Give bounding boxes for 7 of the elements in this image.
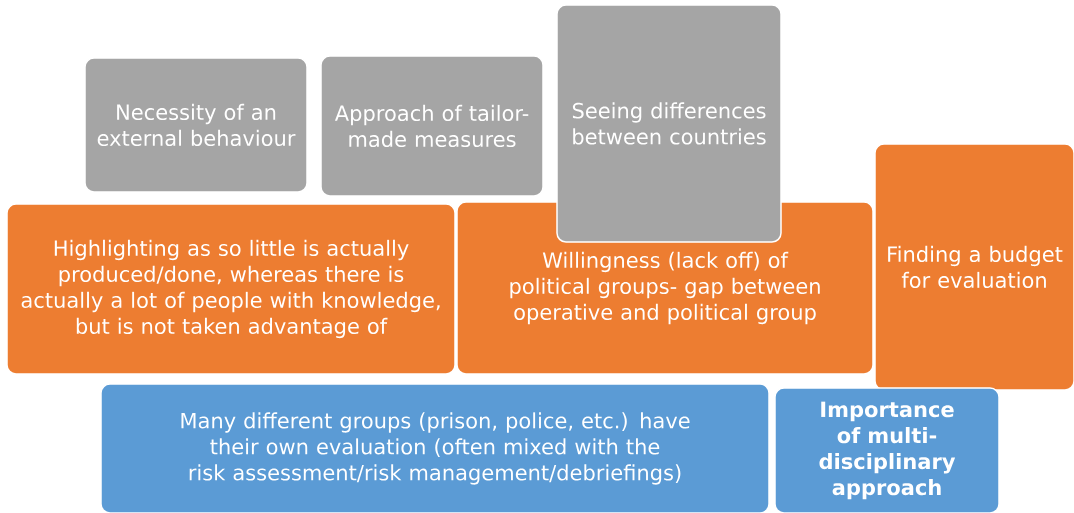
text-box: Necessity of an external behaviour: [84, 57, 308, 193]
text-box: Many different groups (prison, police, etc.) have their own evaluation (often mixed with the risk assessment/risk management/debriefings): [100, 383, 770, 513]
text-box: Importance of multi-disciplinary approach: [774, 387, 1000, 513]
text-box: Approach of tailor-made measures: [320, 55, 544, 197]
text-box: Finding a budget for evaluation: [874, 143, 1074, 391]
text-box: Highlighting as so little is actually produced/done, whereas there is actually a lot of people with knowledge, but is not taken advantage of: [6, 203, 456, 375]
text-box: Seeing differences between countries: [556, 4, 782, 243]
